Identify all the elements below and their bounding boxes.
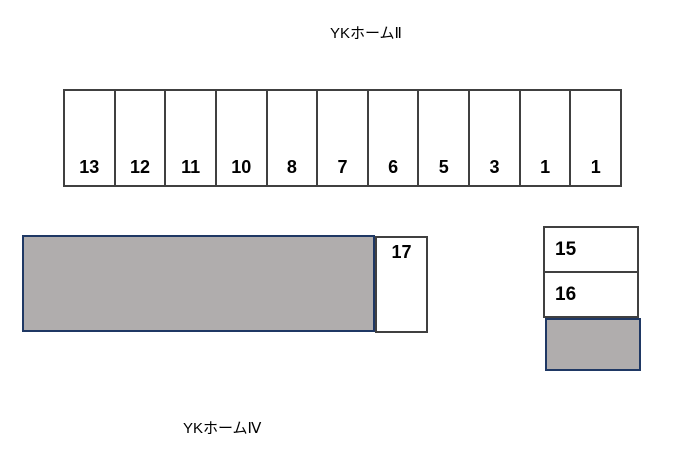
parking-space: 16 xyxy=(555,283,577,305)
occupied-block-large xyxy=(22,235,375,332)
parking-row: 13 12 11 10 8 7 6 5 3 1 1 xyxy=(63,89,622,187)
building-title-yk-home-2: YKホームⅡ xyxy=(330,25,402,42)
parking-space: 1 xyxy=(521,91,572,185)
parking-column-right: 15 16 xyxy=(543,226,639,318)
parking-space: 3 xyxy=(470,91,521,185)
parking-space: 7 xyxy=(318,91,369,185)
parking-space: 10 xyxy=(217,91,268,185)
parking-space: 13 xyxy=(65,91,116,185)
parking-space: 5 xyxy=(419,91,471,185)
building-title-yk-home-4: YKホームⅣ xyxy=(183,420,262,437)
parking-space: 1 xyxy=(590,157,601,177)
parking-space: 11 xyxy=(166,91,217,185)
parking-space: 17 xyxy=(375,236,428,333)
parking-space: 12 xyxy=(116,91,167,185)
parking-space: 15 xyxy=(545,228,637,273)
occupied-block-small xyxy=(545,318,641,371)
parking-space: 6 xyxy=(369,91,420,185)
parking-space: 8 xyxy=(268,91,319,185)
